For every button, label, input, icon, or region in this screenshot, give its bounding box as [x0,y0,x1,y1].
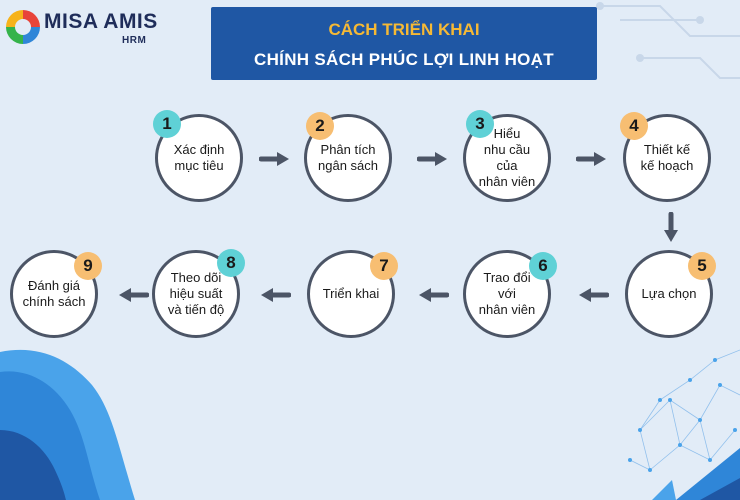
title-line-1: CÁCH TRIỂN KHAI [328,20,480,39]
step-label: Trao đổi với nhân viên [478,270,536,317]
step-number-badge: 6 [529,252,557,280]
step-label: Theo dõi hiệu suất và tiến độ [167,270,225,317]
step-number-badge: 4 [620,112,648,140]
step-label: Lựa chọn [641,286,697,301]
step-label: Phân tích ngân sách [318,142,378,173]
step-number-badge: 2 [306,112,334,140]
step-label: Đánh giá chính sách [22,278,86,309]
logo-brand-text: MISA AMIS [44,10,158,33]
step-label: Hiểu nhu cầu của nhân viên [478,126,536,189]
step-label: Thiết kế kế hoạch [640,142,694,173]
step-number-badge: 1 [153,110,181,138]
step-number-badge: 3 [466,110,494,138]
arrow-left-icon [579,288,609,302]
title-line-2: CHÍNH SÁCH PHÚC LỢI LINH HOẠT [254,50,554,69]
step-number-badge: 5 [688,252,716,280]
step-number-badge: 8 [217,249,245,277]
logo-mark-icon [6,10,40,44]
brand-logo: MISA AMIS HRM [6,8,166,48]
title-banner: CÁCH TRIỂN KHAI CHÍNH SÁCH PHÚC LỢI LINH… [211,7,597,80]
step-number-badge: 9 [74,252,102,280]
logo-sub-text: HRM [122,35,147,46]
arrow-left-icon [119,288,149,302]
step-number-badge: 7 [370,252,398,280]
step-label: Triển khai [322,286,380,301]
step-label: Xác định mục tiêu [173,142,225,173]
arrow-right-icon [417,152,447,166]
step-4: Thiết kế kế hoạch [623,114,711,202]
arrow-left-icon [261,288,291,302]
arrow-right-icon [576,152,606,166]
arrow-left-icon [419,288,449,302]
arrow-down-icon [664,212,678,242]
arrow-right-icon [259,152,289,166]
